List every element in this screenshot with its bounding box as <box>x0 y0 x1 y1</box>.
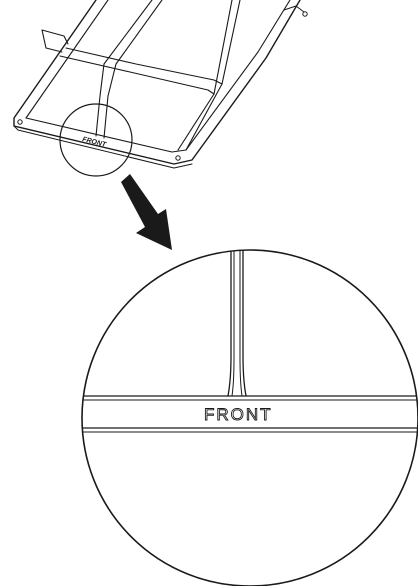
magnifier-circle-small <box>59 103 133 177</box>
magnified-detail: FRONT <box>81 249 418 586</box>
arrow-down-left-icon <box>121 174 172 250</box>
magnified-front-label: FRONT <box>204 405 273 424</box>
frame-front-label: FRONT <box>82 136 108 149</box>
screw-hole <box>17 119 23 125</box>
screw-hole <box>175 155 181 161</box>
filter-frame: FRONT <box>13 0 308 169</box>
